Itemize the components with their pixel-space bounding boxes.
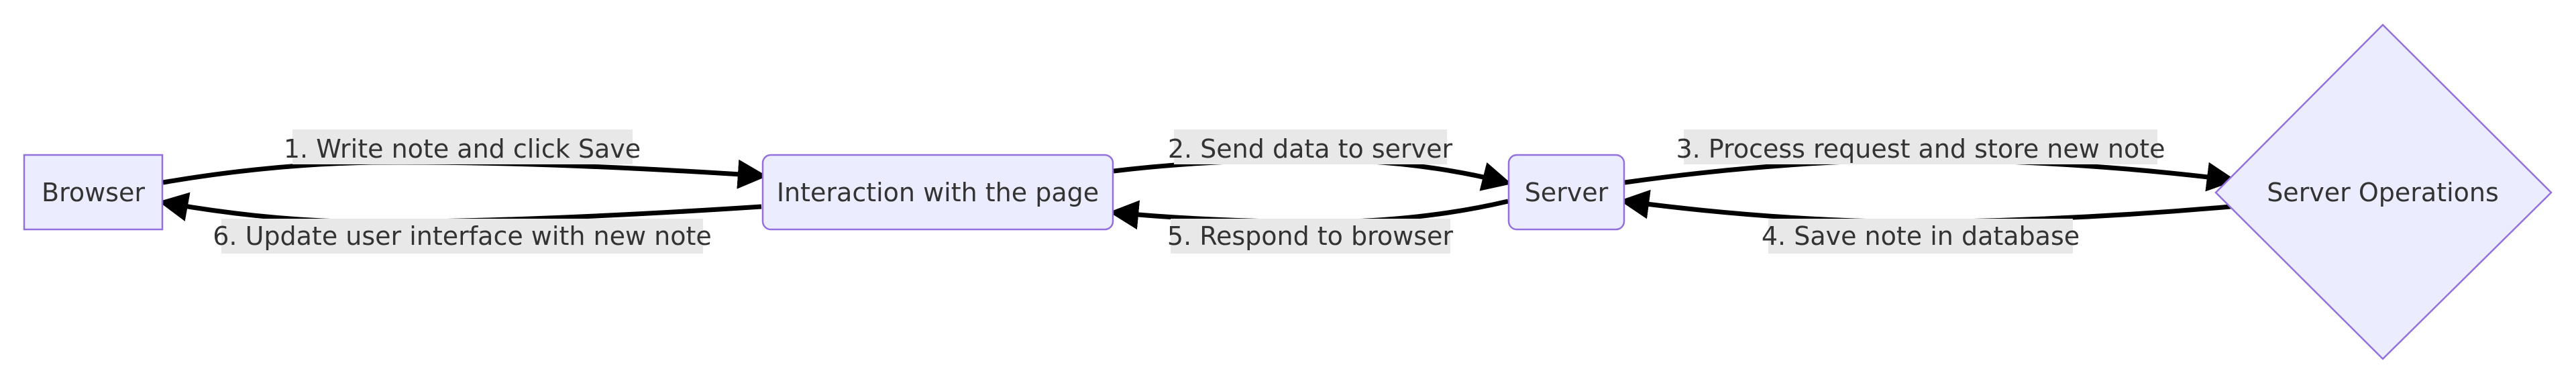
edge-2-label: 2. Send data to server (1168, 134, 1453, 164)
node-browser-label: Browser (42, 178, 145, 207)
node-browser: Browser (23, 154, 164, 231)
edge-3-label: 3. Process request and store new note (1676, 134, 2165, 164)
node-server-operations-label: Server Operations (2267, 178, 2499, 207)
edge-5-label: 5. Respond to browser (1167, 221, 1454, 251)
node-server: Server (1507, 154, 1625, 231)
edge-1-arrow (162, 159, 767, 189)
node-server-operations: Server Operations (2214, 23, 2553, 360)
edge-6-label: 6. Update user interface with new note (213, 221, 712, 251)
edge-labels: 1. Write note and click Save 6. Update u… (213, 129, 2165, 254)
edges (158, 157, 2237, 230)
edge-1-label: 1. Write note and click Save (284, 134, 641, 164)
node-server-label: Server (1525, 178, 1609, 207)
edge-4-label: 4. Save note in database (1762, 221, 2080, 251)
node-interaction: Interaction with the page (761, 154, 1114, 231)
node-interaction-label: Interaction with the page (777, 178, 1099, 207)
